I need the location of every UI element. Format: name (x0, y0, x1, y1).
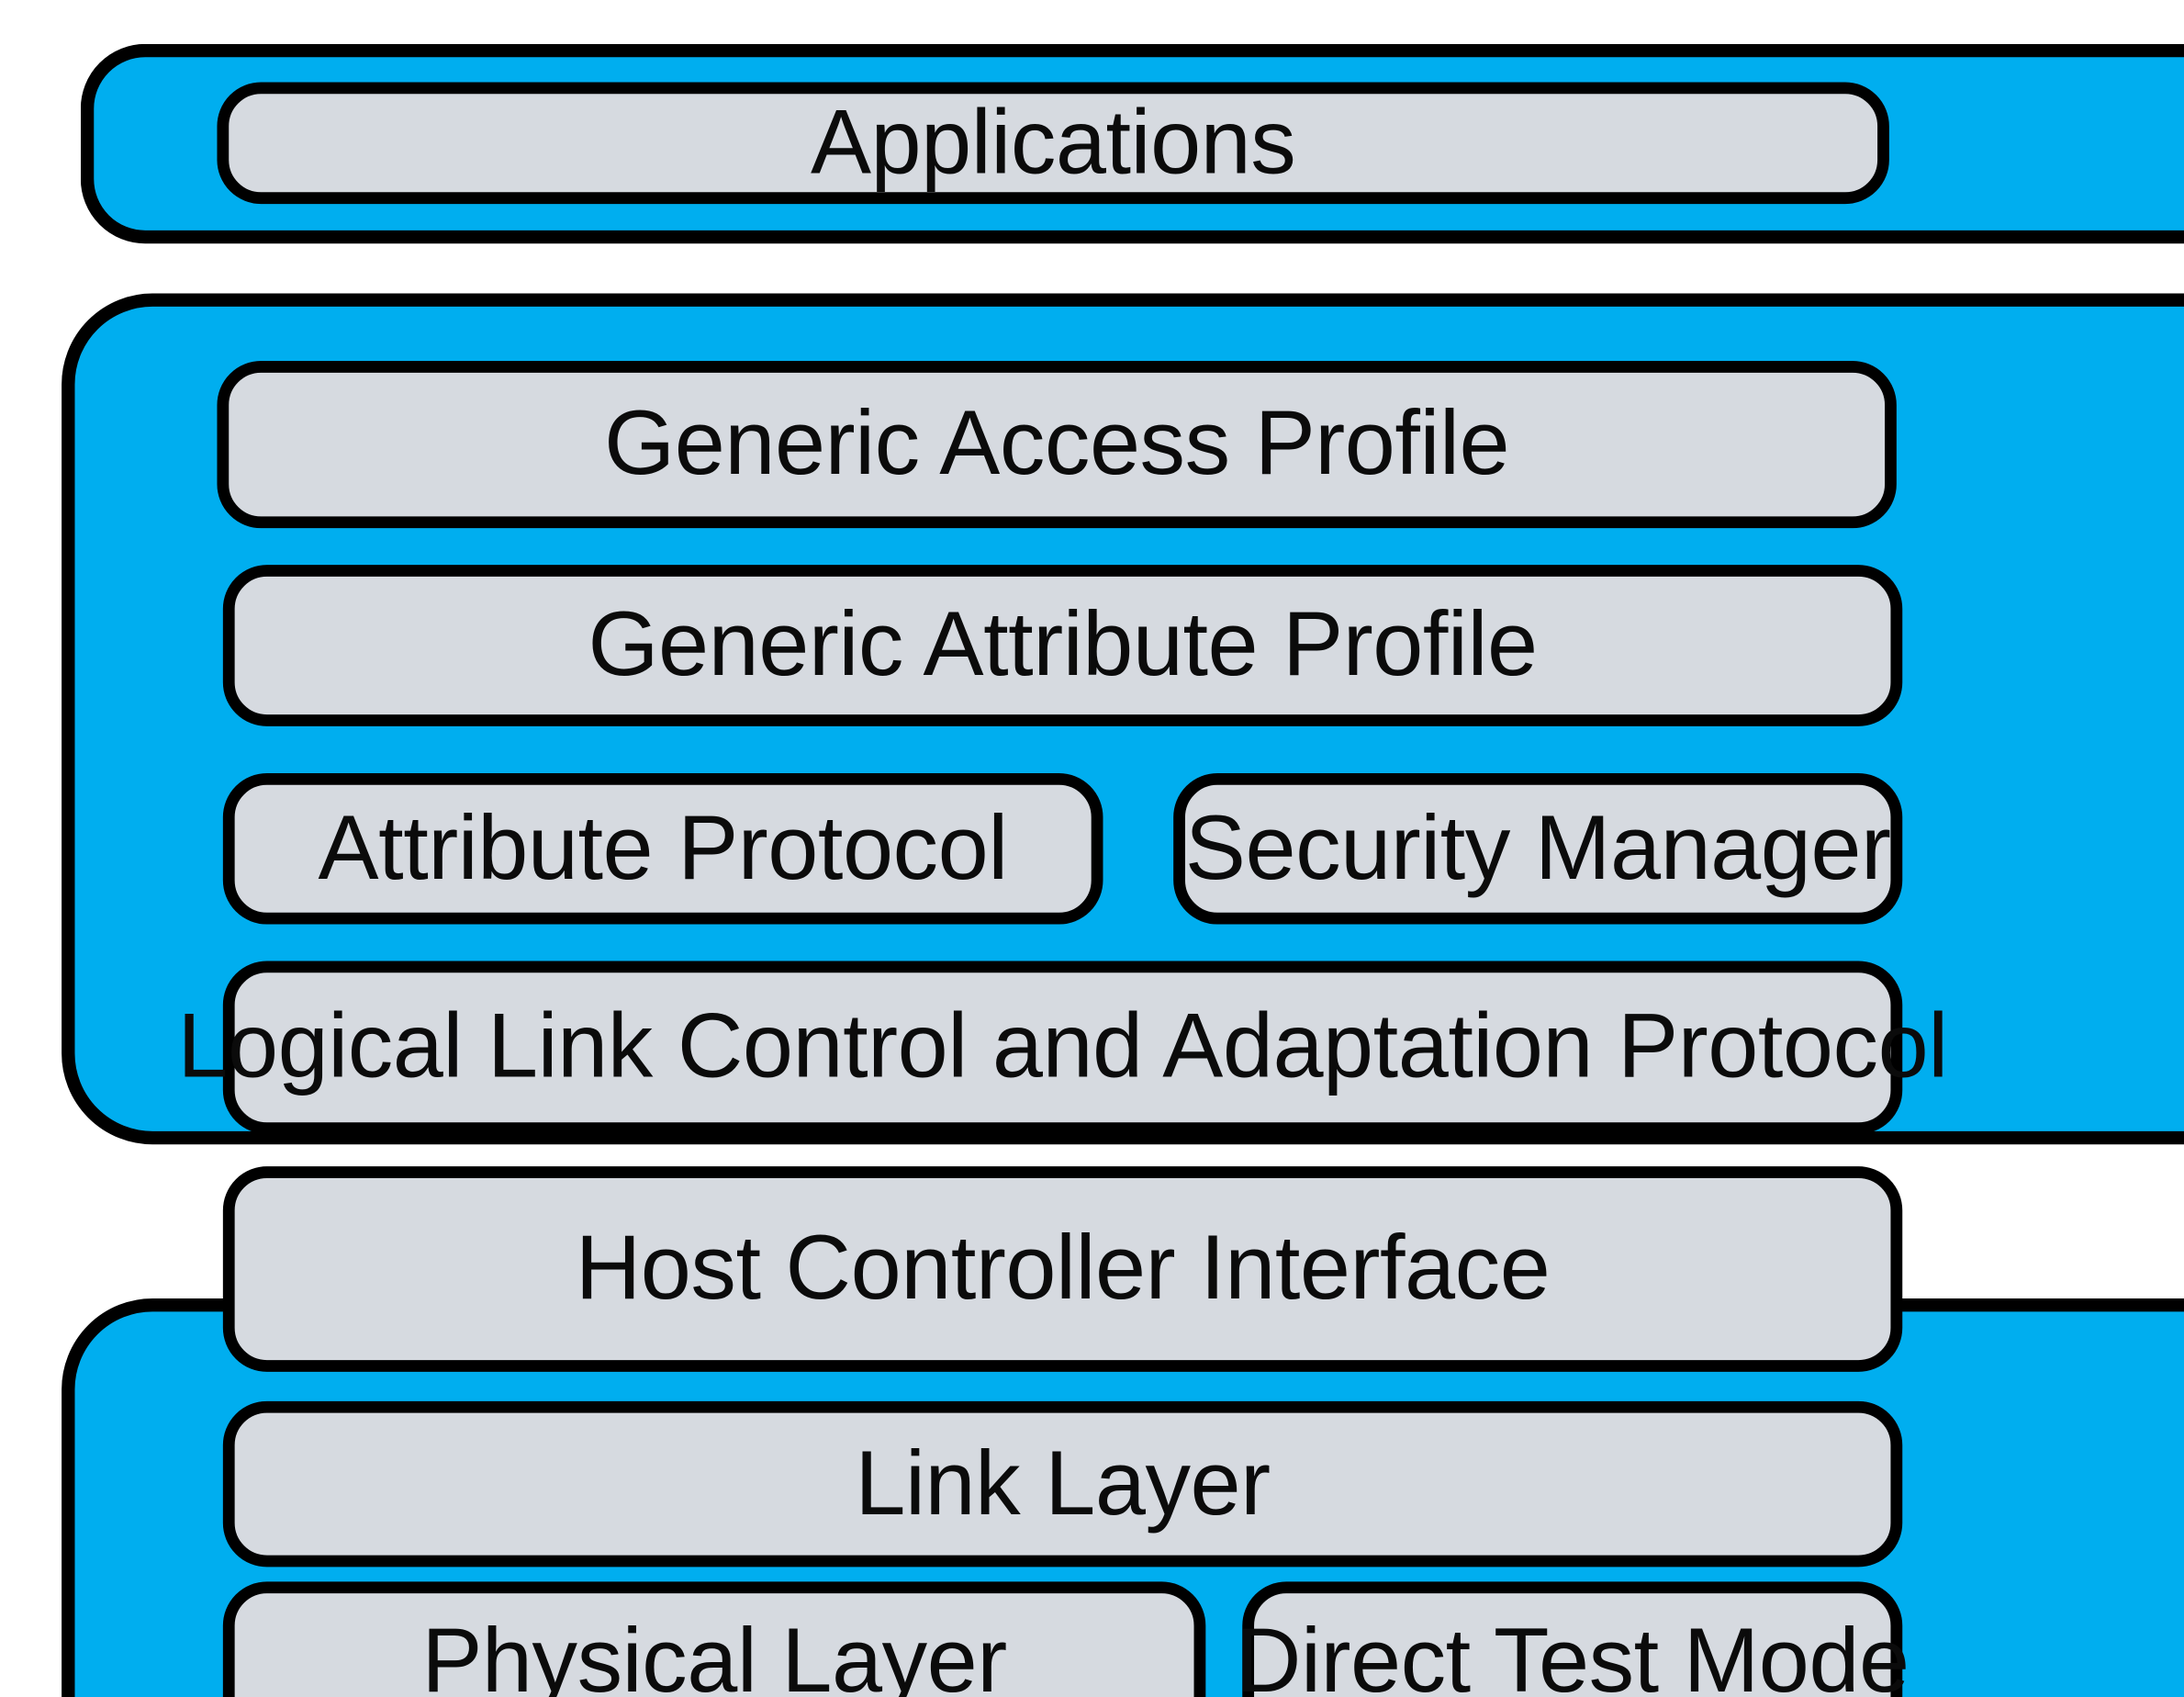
block-link-layer[interactable]: Link Layer (222, 1400, 1903, 1568)
block-applications[interactable]: Applications (217, 82, 1889, 205)
block-label-host-controller-interface: Host Controller Interface (575, 1218, 1551, 1321)
block-attribute-protocol[interactable]: Attribute Protocol (222, 772, 1103, 925)
block-label-physical-layer: Physical Layer (421, 1612, 1007, 1697)
block-label-link-layer: Link Layer (855, 1433, 1271, 1535)
block-label-security-manager: Security Manager (1184, 798, 1891, 900)
block-label-attribute-protocol: Attribute Protocol (318, 798, 1009, 900)
block-label-generic-attribute-profile: Generic Attribute Profile (588, 594, 1538, 697)
block-generic-attribute-profile[interactable]: Generic Attribute Profile (222, 565, 1903, 726)
block-host-controller-interface[interactable]: Host Controller Interface (222, 1166, 1903, 1372)
block-physical-layer[interactable]: Physical Layer (222, 1581, 1206, 1697)
block-label-generic-access-profile: Generic Access Profile (604, 393, 1510, 496)
block-security-manager[interactable]: Security Manager (1173, 772, 1903, 925)
block-generic-access-profile[interactable]: Generic Access Profile (217, 361, 1897, 529)
block-label-direct-test-mode: Direct Test Mode (1235, 1612, 1910, 1697)
block-label-applications: Applications (810, 92, 1296, 194)
block-label-l2cap: Logical Link Control and Adaptation Prot… (177, 996, 1948, 1098)
block-l2cap[interactable]: Logical Link Control and Adaptation Prot… (177, 961, 1948, 1135)
block-direct-test-mode[interactable]: Direct Test Mode (1236, 1581, 1910, 1697)
